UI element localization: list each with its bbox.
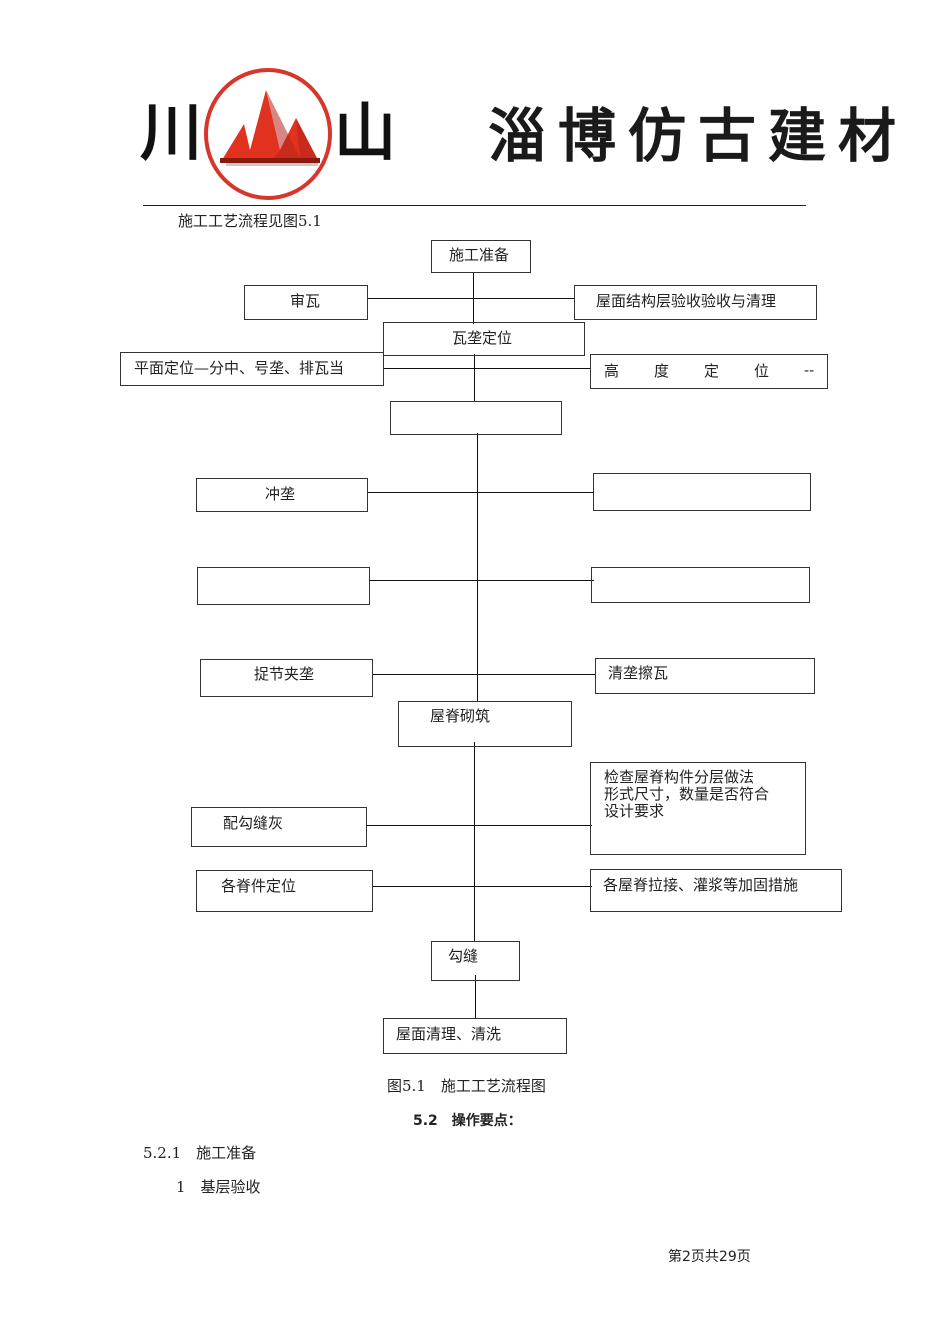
logo-left-char: 川 — [140, 96, 203, 169]
flow-box-height-position: 高 度 定 位 -- — [590, 354, 828, 389]
flow-box-roof-check: 屋面结构层验收验收与清理 — [574, 285, 817, 320]
flow-box-label: 冲垄 — [265, 485, 296, 503]
flow-box-line: 形式尺寸，数量是否符合 — [604, 785, 770, 803]
list-item: 1 基层验收 — [176, 1178, 261, 1196]
connector-row-5 — [373, 674, 595, 675]
flow-box-plane-position: 平面定位—分中、号垄、排瓦当 — [120, 352, 384, 386]
figure-caption: 图5.1 施工工艺流程图 — [387, 1077, 546, 1095]
logo-right-char: 山 — [334, 96, 397, 169]
flow-box-inspect-tile: 审瓦 — [244, 285, 368, 320]
flow-box-label: 审瓦 — [290, 292, 321, 310]
connector-row-7 — [372, 886, 592, 887]
flow-box-label: 各屋脊拉接、灌浆等加固措施 — [603, 876, 799, 894]
intro-text: 施工工艺流程见图5.1 — [178, 212, 322, 230]
flow-box-reinforce: 各屋脊拉接、灌浆等加固措施 — [590, 869, 842, 912]
flow-box-label: 勾缝 — [448, 947, 479, 965]
flow-box-label: 瓦垄定位 — [452, 329, 513, 347]
section-heading: 5.2 操作要点： — [413, 1113, 522, 1129]
flow-box-jie-jie: 捉节夹垄 — [200, 659, 373, 697]
flow-box-mortar: 配勾缝灰 — [191, 807, 367, 847]
flow-box-label: 屋脊砌筑 — [430, 707, 491, 725]
flow-box-label: 配勾缝灰 — [223, 814, 284, 832]
flow-box-line: 检查屋脊构件分层做法 — [604, 768, 755, 786]
connector-main-4 — [474, 742, 475, 942]
connector-row-4 — [370, 580, 594, 581]
flow-box-right-blank-1 — [593, 473, 811, 511]
flow-box-label: 施工准备 — [449, 246, 510, 264]
flow-box-ridge-position: 各脊件定位 — [196, 870, 373, 912]
flow-box-tile-position: 瓦垄定位 — [383, 322, 585, 356]
sub-heading: 5.2.1 施工准备 — [143, 1144, 257, 1162]
connector-row-1 — [367, 298, 575, 299]
flow-box-line: 设计要求 — [604, 802, 665, 820]
flow-box-label: 平面定位—分中、号垄、排瓦当 — [134, 359, 345, 377]
flow-box-char: 定 — [704, 362, 720, 380]
flow-box-char: 度 — [654, 362, 670, 380]
flow-box-label: 屋面清理、清洗 — [396, 1025, 502, 1043]
flow-box-check-ridge: 检查屋脊构件分层做法 形式尺寸，数量是否符合 设计要求 — [590, 762, 806, 855]
flow-box-prep: 施工准备 — [431, 240, 531, 273]
flow-box-chong-long: 冲垄 — [196, 478, 368, 512]
connector-row-2 — [383, 368, 591, 369]
flow-box-right-blank-2 — [591, 567, 810, 603]
mountain-logo-icon — [204, 68, 332, 200]
flow-box-label: 捉节夹垄 — [254, 665, 315, 683]
connector-row-3 — [367, 492, 593, 493]
flow-box-char: 位 — [754, 362, 770, 380]
flow-box-cleanup: 屋面清理、清洗 — [383, 1018, 567, 1054]
flow-box-label: 屋面结构层验收验收与清理 — [596, 292, 777, 310]
brand-title: 淄博仿古建材 — [488, 102, 909, 170]
flow-box-left-blank — [197, 567, 370, 605]
flow-box-char: -- — [804, 361, 815, 379]
header-divider — [143, 205, 806, 206]
flow-box-label: 清垄擦瓦 — [608, 664, 669, 682]
page-number: 第2页共29页 — [668, 1249, 751, 1265]
flow-box-blank — [390, 401, 562, 435]
connector-row-6 — [366, 825, 592, 826]
connector-main-5 — [475, 975, 476, 1019]
flow-box-clean-tile: 清垄擦瓦 — [595, 658, 815, 694]
connector-main-3 — [477, 433, 478, 701]
connector-main-2 — [474, 354, 475, 402]
flow-box-char: 高 — [604, 362, 620, 380]
flow-box-ridge: 屋脊砌筑 — [398, 701, 572, 747]
flow-box-pointing: 勾缝 — [431, 941, 520, 981]
flow-box-label: 各脊件定位 — [221, 877, 297, 895]
